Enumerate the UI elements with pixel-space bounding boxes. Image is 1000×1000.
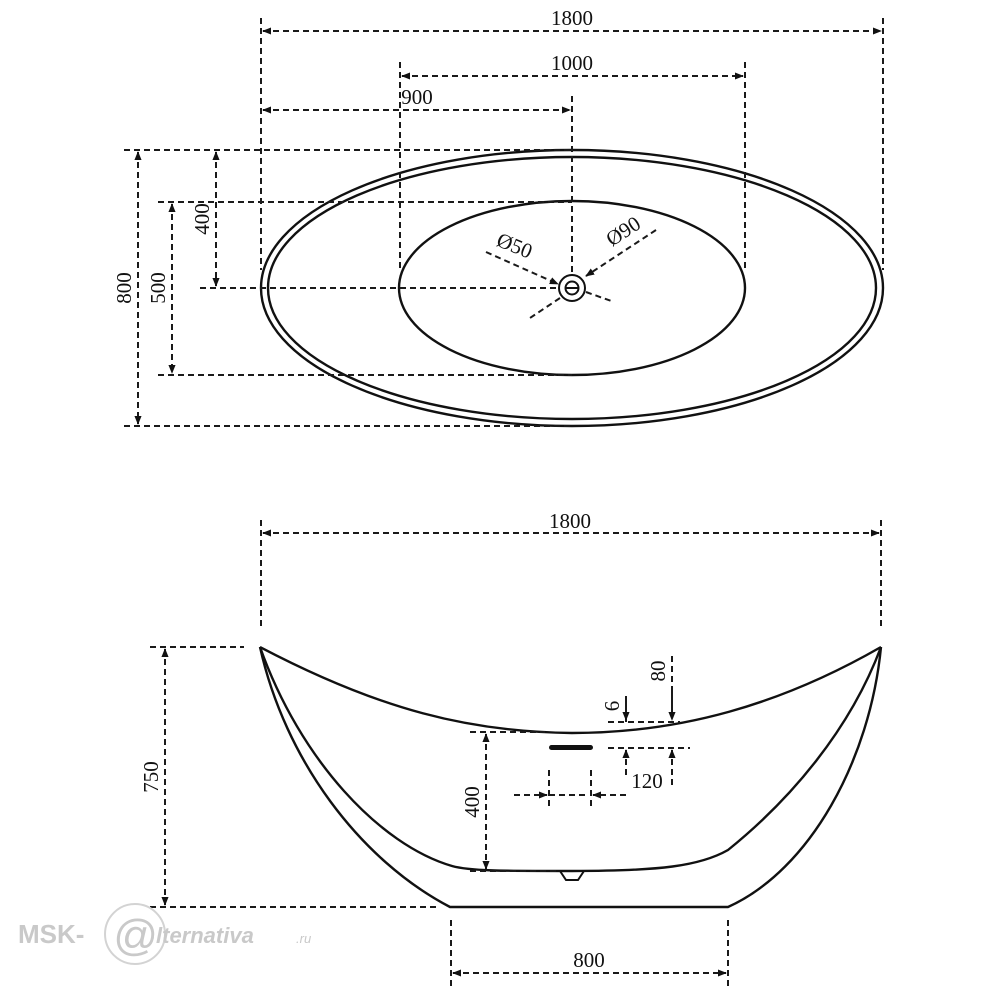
tub-outer-profile [258,646,883,909]
dim-400-side: 400 [460,786,484,818]
leader-d90 [585,229,657,277]
watermark-logo: MSK- @ lternativa .ru [18,903,311,965]
dim-800-side: 800 [573,948,605,972]
dim-d90: Ø90 [601,211,644,251]
drain-symbol [558,274,586,302]
overflow-slot [549,745,593,750]
dim-400-top: 400 [190,203,214,235]
dim-1800-side: 1800 [549,509,591,533]
dim-80: 80 [646,661,670,682]
watermark-brand-left: MSK- [18,919,84,949]
watermark-brand-at: @ [113,911,158,960]
watermark-brand-right: lternativa [156,923,254,948]
watermark-ring [104,903,166,965]
dim-500: 500 [146,272,170,304]
dim-800-top: 800 [112,272,136,304]
dim-1800-top: 1800 [551,6,593,30]
tub-rim-curve [259,645,882,735]
watermark-brand-suffix: .ru [296,931,311,946]
dim-750: 750 [139,761,163,793]
top-view: 1800 1000 900 800 500 400 Ø50 Ø90 [112,6,885,428]
leader-d50 [485,251,559,285]
dim-900: 900 [401,85,433,109]
dim-120: 120 [631,769,663,793]
dim-1000: 1000 [551,51,593,75]
drain-outlet [559,870,585,881]
dim-6: 6 [600,701,624,712]
tub-inner-profile [258,646,883,873]
side-view: 1800 750 400 80 6 120 800 [139,509,883,990]
